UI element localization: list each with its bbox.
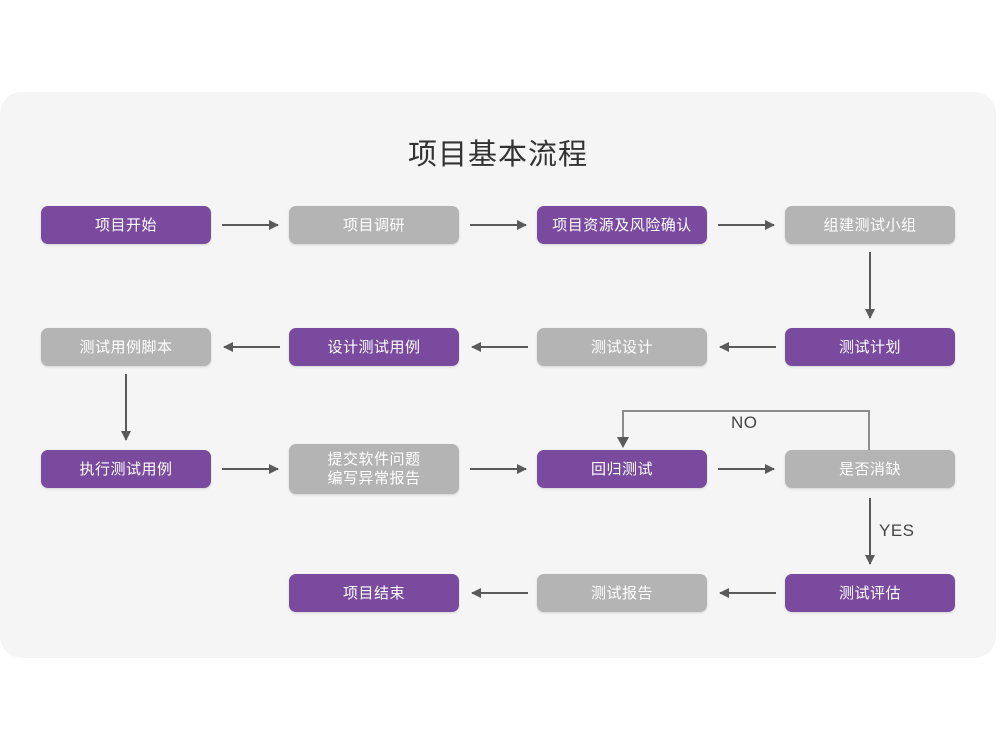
page-title: 项目基本流程	[407, 139, 588, 171]
no-loop-arrowhead	[617, 437, 629, 448]
node-submit-bug[interactable]: 提交软件问题 编写异常报告	[289, 444, 459, 494]
arrow-test-evaluation-to-test-report	[719, 588, 776, 598]
node-test-report[interactable]: 测试报告	[537, 574, 707, 612]
arrow-start-to-research	[222, 220, 279, 230]
arrow-defect-clear-to-test-evaluation	[865, 498, 875, 565]
no-loop-top-segment	[622, 410, 870, 412]
node-execute-case[interactable]: 执行测试用例	[41, 450, 211, 488]
arrow-build-team-to-test-plan	[865, 252, 875, 319]
arrow-submit-bug-to-regression	[470, 464, 527, 474]
arrow-execute-case-to-submit-bug	[222, 464, 279, 474]
node-regression[interactable]: 回归测试	[537, 450, 707, 488]
node-test-evaluation[interactable]: 测试评估	[785, 574, 955, 612]
node-project-research[interactable]: 项目调研	[289, 206, 459, 244]
arrow-regression-to-defect-clear	[718, 464, 775, 474]
arrow-test-design-to-design-case	[471, 342, 528, 352]
arrow-test-report-to-project-end	[471, 588, 528, 598]
arrow-design-case-to-case-script	[223, 342, 280, 352]
node-test-design[interactable]: 测试设计	[537, 328, 707, 366]
arrow-resource-risk-to-build-team	[718, 220, 775, 230]
node-resource-risk[interactable]: 项目资源及风险确认	[537, 206, 707, 244]
node-defect-clear[interactable]: 是否消缺	[785, 450, 955, 488]
node-case-script[interactable]: 测试用例脚本	[41, 328, 211, 366]
node-test-plan[interactable]: 测试计划	[785, 328, 955, 366]
node-project-end[interactable]: 项目结束	[289, 574, 459, 612]
no-loop-left-segment	[622, 410, 624, 441]
node-project-start[interactable]: 项目开始	[41, 206, 211, 244]
node-build-team[interactable]: 组建测试小组	[785, 206, 955, 244]
edge-label-no: NO	[731, 413, 758, 432]
arrow-research-to-resource-risk	[470, 220, 527, 230]
flowchart-card	[0, 92, 996, 658]
node-design-case[interactable]: 设计测试用例	[289, 328, 459, 366]
edge-label-yes: YES	[879, 521, 915, 540]
arrow-test-plan-to-test-design	[719, 342, 776, 352]
no-loop-right-segment	[868, 410, 870, 450]
arrow-case-script-to-execute-case	[121, 374, 131, 441]
